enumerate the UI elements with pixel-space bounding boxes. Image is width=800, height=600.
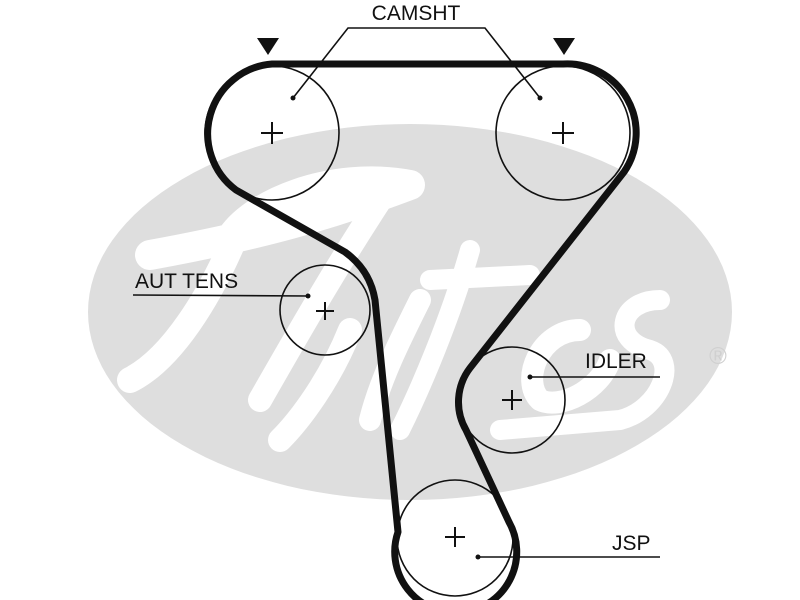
tensioner-pulley [279, 264, 371, 356]
registered-mark: ® [709, 343, 727, 370]
timing-belt [204, 60, 640, 600]
center-plus-icon [261, 122, 283, 144]
center-plus-icon [316, 302, 334, 320]
leader-lines [132, 27, 660, 558]
center-plus-icon [445, 527, 465, 547]
idler-label: IDLER [585, 350, 647, 373]
center-plus-icon [502, 390, 522, 410]
crankshaft-label: JSP [612, 532, 651, 555]
timing-mark-left-triangle-icon [257, 38, 279, 55]
pulley-centers [261, 122, 574, 547]
leader-dots [290, 95, 543, 560]
timing-mark-right-triangle-icon [553, 38, 575, 55]
camshaft-leader [292, 27, 541, 99]
tensioner-leader [132, 294, 309, 297]
gates-logo-watermark: ® [88, 124, 732, 500]
camshaft-label: CAMSHT [372, 2, 461, 25]
center-plus-icon [552, 122, 574, 144]
tensioner-label: AUT TENS [135, 270, 238, 293]
